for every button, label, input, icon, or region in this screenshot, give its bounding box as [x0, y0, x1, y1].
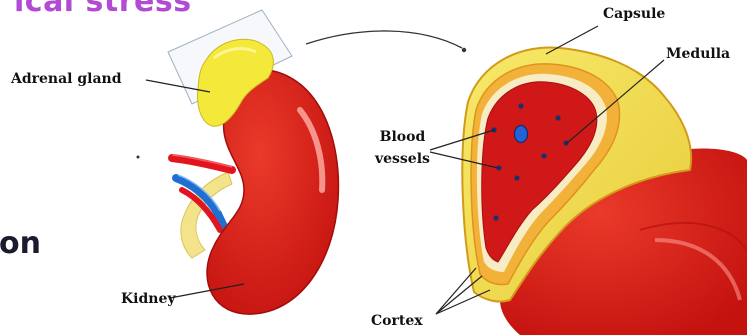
cortex-leader-line — [436, 268, 476, 314]
kidney-figure — [137, 10, 339, 314]
label-kidney: Kidney — [121, 291, 176, 307]
blood-vessel-large — [515, 126, 528, 143]
label-cortex: Cortex — [371, 313, 423, 329]
blood-vessel — [518, 103, 523, 108]
cross-section-figure — [430, 26, 747, 335]
label-capsule: Capsule — [603, 6, 665, 22]
label-blood-vessels: Blood vessels — [375, 126, 430, 170]
label-blood-line2: vessels — [375, 148, 430, 170]
label-medulla: Medulla — [666, 46, 730, 62]
label-adrenal-gland: Adrenal gland — [11, 71, 122, 87]
label-blood-line1: Blood — [375, 126, 430, 148]
enlarge-arrow — [306, 31, 462, 48]
